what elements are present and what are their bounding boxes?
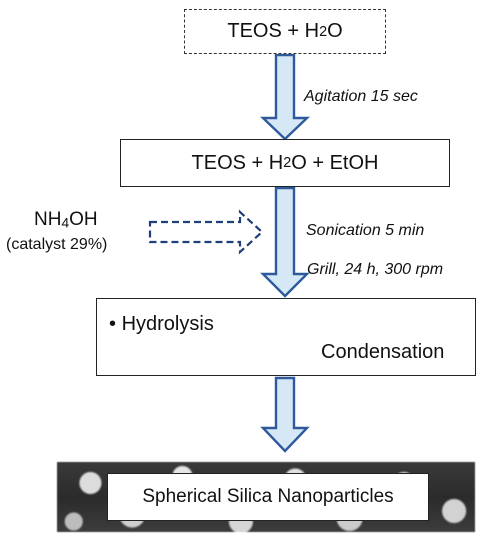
catalyst-text: NH: [34, 209, 62, 230]
mix-text: TEOS + H: [191, 151, 284, 174]
sonication-step-label: Sonication 5 min: [306, 222, 425, 239]
product-box: Spherical Silica Nanoparticles: [107, 473, 429, 521]
start-text: TEOS + H: [227, 20, 320, 42]
catalyst-name: NH4OH: [34, 209, 98, 231]
agitation-step-label: Agitation 15 sec: [304, 88, 418, 105]
catalyst-note: (catalyst 29%): [6, 236, 108, 253]
hydrolysis-item: • Hydrolysis: [109, 313, 214, 336]
start-tail: O: [327, 20, 343, 42]
mix-tail: O + EtOH: [291, 151, 379, 174]
arrow-sonication: [260, 186, 310, 298]
catalyst-subscript: 4: [61, 215, 70, 231]
reaction-box: • Hydrolysis Condensation: [96, 298, 476, 376]
hydrolysis-label: Hydrolysis: [121, 313, 214, 335]
condensation-label: Condensation: [321, 341, 445, 363]
arrow-agitation: [260, 53, 310, 141]
grill-step-label: Grill, 24 h, 300 rpm: [307, 261, 444, 278]
catalyst-dashed-arrow: [148, 209, 264, 255]
catalyst-tail: OH: [69, 209, 98, 230]
bullet: •: [109, 313, 117, 335]
arrow-product: [260, 376, 310, 453]
product-label: Spherical Silica Nanoparticles: [142, 486, 394, 507]
